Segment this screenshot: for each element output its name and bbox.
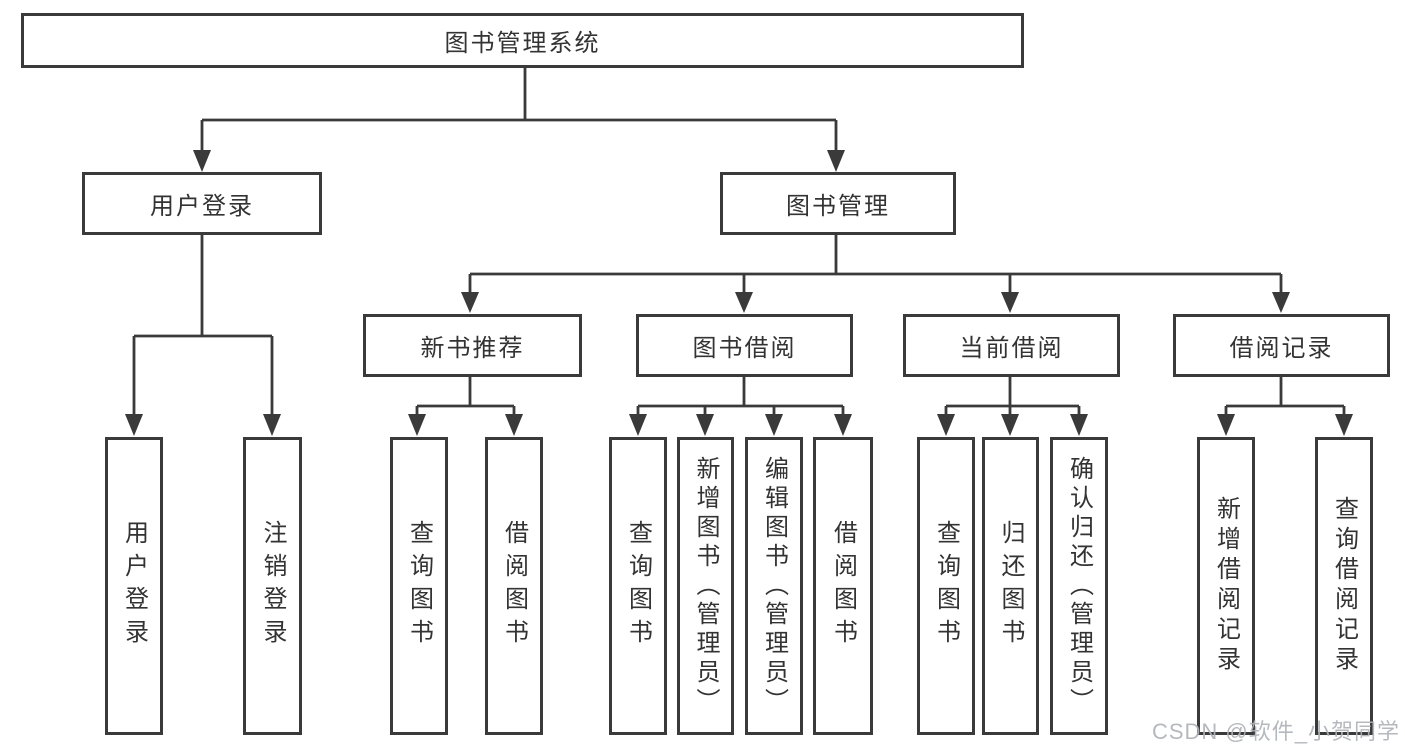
leaf-borrow-books-label: 借阅图书 (829, 520, 857, 652)
leaf-borrow-books-recommend-label: 借阅图书 (500, 520, 528, 652)
node-user-login: 用户登录 (82, 172, 322, 235)
node-new-book-recommend-label: 新书推荐 (420, 335, 525, 362)
node-book-management: 图书管理 (720, 172, 956, 235)
leaf-query-borrow-record: 查询借阅记录 (1315, 437, 1373, 735)
leaf-query-books-current: 查询图书 (917, 437, 975, 735)
csdn-watermark: CSDN @软件_小贺同学 (1151, 719, 1400, 744)
node-current-borrow: 当前借阅 (903, 314, 1120, 377)
leaf-logout: 注销登录 (243, 437, 302, 735)
leaf-query-borrow-record-label: 查询借阅记录 (1330, 496, 1358, 676)
leaf-query-books-borrow: 查询图书 (609, 437, 667, 735)
leaf-user-login-label: 用户登录 (120, 520, 148, 652)
leaf-borrow-books-recommend: 借阅图书 (485, 437, 543, 735)
node-current-borrow-label: 当前借阅 (959, 335, 1064, 362)
leaf-edit-book-admin: 编辑图书（管理员） (745, 437, 803, 735)
leaf-add-borrow-record-label: 新增借阅记录 (1212, 496, 1240, 676)
leaf-edit-book-admin-label: 编辑图书（管理员） (760, 455, 788, 717)
leaf-confirm-return-admin-label: 确认归还（管理员） (1065, 455, 1093, 717)
node-root: 图书管理系统 (21, 13, 1024, 68)
leaf-query-books-borrow-label: 查询图书 (624, 520, 652, 652)
leaf-add-borrow-record: 新增借阅记录 (1197, 437, 1255, 735)
leaf-logout-label: 注销登录 (259, 520, 286, 652)
node-borrow-records: 借阅记录 (1173, 314, 1390, 377)
leaf-query-books-recommend: 查询图书 (390, 437, 448, 735)
leaf-confirm-return-admin: 确认归还（管理员） (1050, 437, 1108, 735)
arrowheads (125, 150, 1353, 436)
node-new-book-recommend: 新书推荐 (363, 314, 582, 377)
node-root-label: 图书管理系统 (444, 30, 601, 57)
leaf-add-book-admin-label: 新增图书（管理员） (692, 455, 719, 717)
leaf-return-books: 归还图书 (982, 437, 1039, 735)
node-book-management-label: 图书管理 (786, 193, 890, 220)
leaf-add-book-admin: 新增图书（管理员） (677, 437, 734, 735)
node-user-login-label: 用户登录 (150, 193, 254, 220)
leaf-query-books-current-label: 查询图书 (932, 520, 960, 652)
node-book-borrow-label: 图书借阅 (692, 335, 797, 362)
leaf-user-login: 用户登录 (105, 437, 163, 735)
leaf-return-books-label: 归还图书 (997, 520, 1024, 652)
node-book-borrow: 图书借阅 (636, 314, 853, 377)
leaf-borrow-books: 借阅图书 (813, 437, 873, 735)
node-borrow-records-label: 借阅记录 (1229, 335, 1334, 362)
leaf-query-books-recommend-label: 查询图书 (405, 520, 433, 652)
